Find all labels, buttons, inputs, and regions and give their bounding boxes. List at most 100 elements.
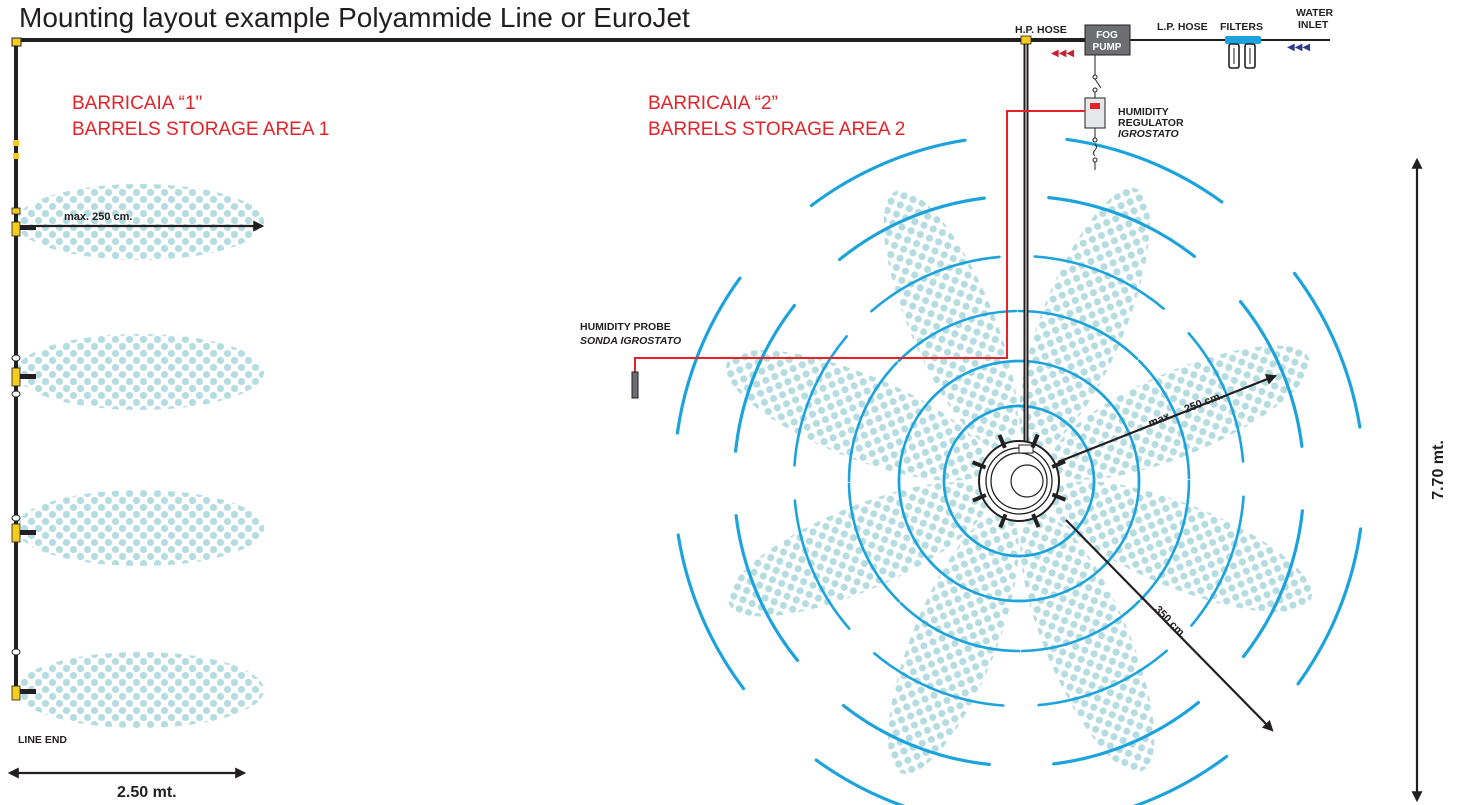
spray-wave — [838, 196, 986, 262]
ring-nozzles — [971, 433, 1067, 529]
diagram-title: Mounting layout example Polyammide Line … — [19, 2, 690, 33]
spray-wave — [675, 276, 742, 435]
ring-nozzle — [972, 493, 987, 503]
probe-label-2: SONDA IGROSTATO — [580, 335, 681, 347]
fog-petal — [725, 350, 988, 481]
nozzle — [20, 689, 36, 694]
area1-fog-clouds — [16, 184, 264, 728]
nozzle-tee — [11, 523, 21, 543]
spray-wave — [1020, 599, 1141, 653]
spray-wave — [793, 335, 848, 467]
humidity-probe-icon — [631, 371, 639, 399]
filters-icon — [1225, 36, 1261, 69]
radial-max-arrow — [1057, 374, 1278, 464]
spray-wave — [899, 602, 1021, 653]
fog-pump-label-1: FOG — [1096, 30, 1118, 41]
central-fog-ring — [978, 440, 1060, 522]
hp-tee-fitting — [1020, 35, 1032, 45]
spray-wave — [897, 473, 942, 573]
spray-wave — [793, 499, 851, 630]
fog-petal — [1020, 512, 1155, 772]
hp-hose-label: H.P. HOSE — [1015, 24, 1067, 36]
ring-nozzle — [1030, 433, 1040, 449]
clip — [11, 514, 21, 522]
spray-wave — [1033, 255, 1165, 310]
regulator-label-3: IGROSTATO — [1118, 128, 1179, 140]
height-dimension-label: 7.70 mt. — [1430, 440, 1447, 500]
water-inlet-label-1: WATER — [1296, 7, 1334, 19]
fog-cloud-4 — [16, 652, 264, 728]
clip — [11, 648, 21, 656]
filters-label: FILTERS — [1220, 21, 1263, 33]
area1-title: BARRICAIA “1" — [72, 93, 202, 114]
line-end-label: LINE END — [18, 734, 67, 746]
radial-diag-label: 350 cm. — [1152, 604, 1189, 641]
spray-wave — [1037, 649, 1168, 707]
nozzle-tee — [11, 221, 21, 237]
spray-wave — [734, 514, 800, 662]
water-flow-arrows: ◀◀◀ — [1287, 42, 1310, 53]
spray-wave — [676, 533, 746, 691]
ring-nozzle — [1051, 459, 1066, 469]
spray-wave — [897, 309, 1018, 363]
regulator-box — [1084, 97, 1106, 129]
line-end-plug — [11, 685, 21, 701]
fog-pump-label-2: PUMP — [1093, 42, 1122, 53]
spray-wave — [1296, 527, 1363, 686]
ring-nozzle — [998, 513, 1008, 529]
spray-wave — [809, 138, 967, 208]
clip — [11, 390, 21, 398]
humidity-regulator: HUMIDITY REGULATOR IGROSTATO — [1084, 55, 1184, 170]
fog-pump — [1084, 24, 1131, 56]
area2-spray-waves — [675, 137, 1363, 805]
spray-wave — [841, 704, 991, 766]
fog-cloud-1 — [16, 184, 264, 260]
spray-wave — [814, 758, 906, 805]
water-inlet-label-2: INLET — [1298, 19, 1329, 31]
radial-diag-arrow — [1065, 519, 1274, 732]
corner-fitting — [11, 37, 22, 47]
hp-flow-arrows: ◀◀◀ — [1051, 48, 1074, 59]
regulator-indicator — [1090, 103, 1100, 109]
area2-subtitle: BARRELS STORAGE AREA 2 — [648, 119, 905, 140]
clip — [11, 354, 21, 362]
spray-wave — [1065, 137, 1224, 204]
area2-title: BARRICAIA “2” — [648, 93, 778, 114]
fog-petal — [883, 190, 1018, 450]
left-line-fittings — [11, 37, 36, 701]
nozzle-tee — [11, 367, 21, 387]
ring-nozzle — [1031, 513, 1041, 528]
fog-petal — [1019, 187, 1150, 450]
joint-fitting — [11, 207, 21, 215]
regulator-label-2: REGULATOR — [1118, 117, 1184, 129]
spray-length-label: max. 250 cm. — [64, 211, 133, 223]
fog-petal — [888, 512, 1019, 775]
width-dimension-label: 2.50 mt. — [117, 784, 177, 801]
spray-wave — [1132, 754, 1229, 805]
lp-hose-label: L.P. HOSE — [1157, 21, 1208, 33]
nozzle — [20, 225, 36, 230]
spray-wave — [870, 255, 1001, 313]
nozzle — [20, 374, 36, 379]
fog-petal — [728, 482, 988, 617]
spray-wave — [847, 361, 898, 483]
spray-wave — [873, 652, 1005, 707]
spray-wave — [1187, 332, 1245, 463]
spray-wave — [847, 482, 901, 603]
ring-nozzle — [1051, 492, 1067, 502]
fog-cloud-3 — [16, 490, 264, 566]
spray-wave — [1052, 700, 1200, 766]
spray-wave — [1190, 495, 1245, 627]
nozzle — [20, 530, 36, 535]
spray-wave — [1292, 271, 1362, 429]
spray-wave — [1242, 509, 1304, 659]
area1-subtitle: BARRELS STORAGE AREA 1 — [72, 119, 329, 140]
equipment-line: H.P. HOSE ◀◀◀ FOG PUMP L.P. HOSE FILTERS… — [1015, 7, 1334, 69]
fog-cloud-2 — [16, 334, 264, 410]
spray-wave — [734, 303, 796, 453]
joint-fitting — [13, 153, 19, 159]
ring-nozzle — [997, 434, 1007, 449]
probe-label-1: HUMIDITY PROBE — [580, 321, 671, 333]
spray-wave — [1017, 309, 1139, 360]
